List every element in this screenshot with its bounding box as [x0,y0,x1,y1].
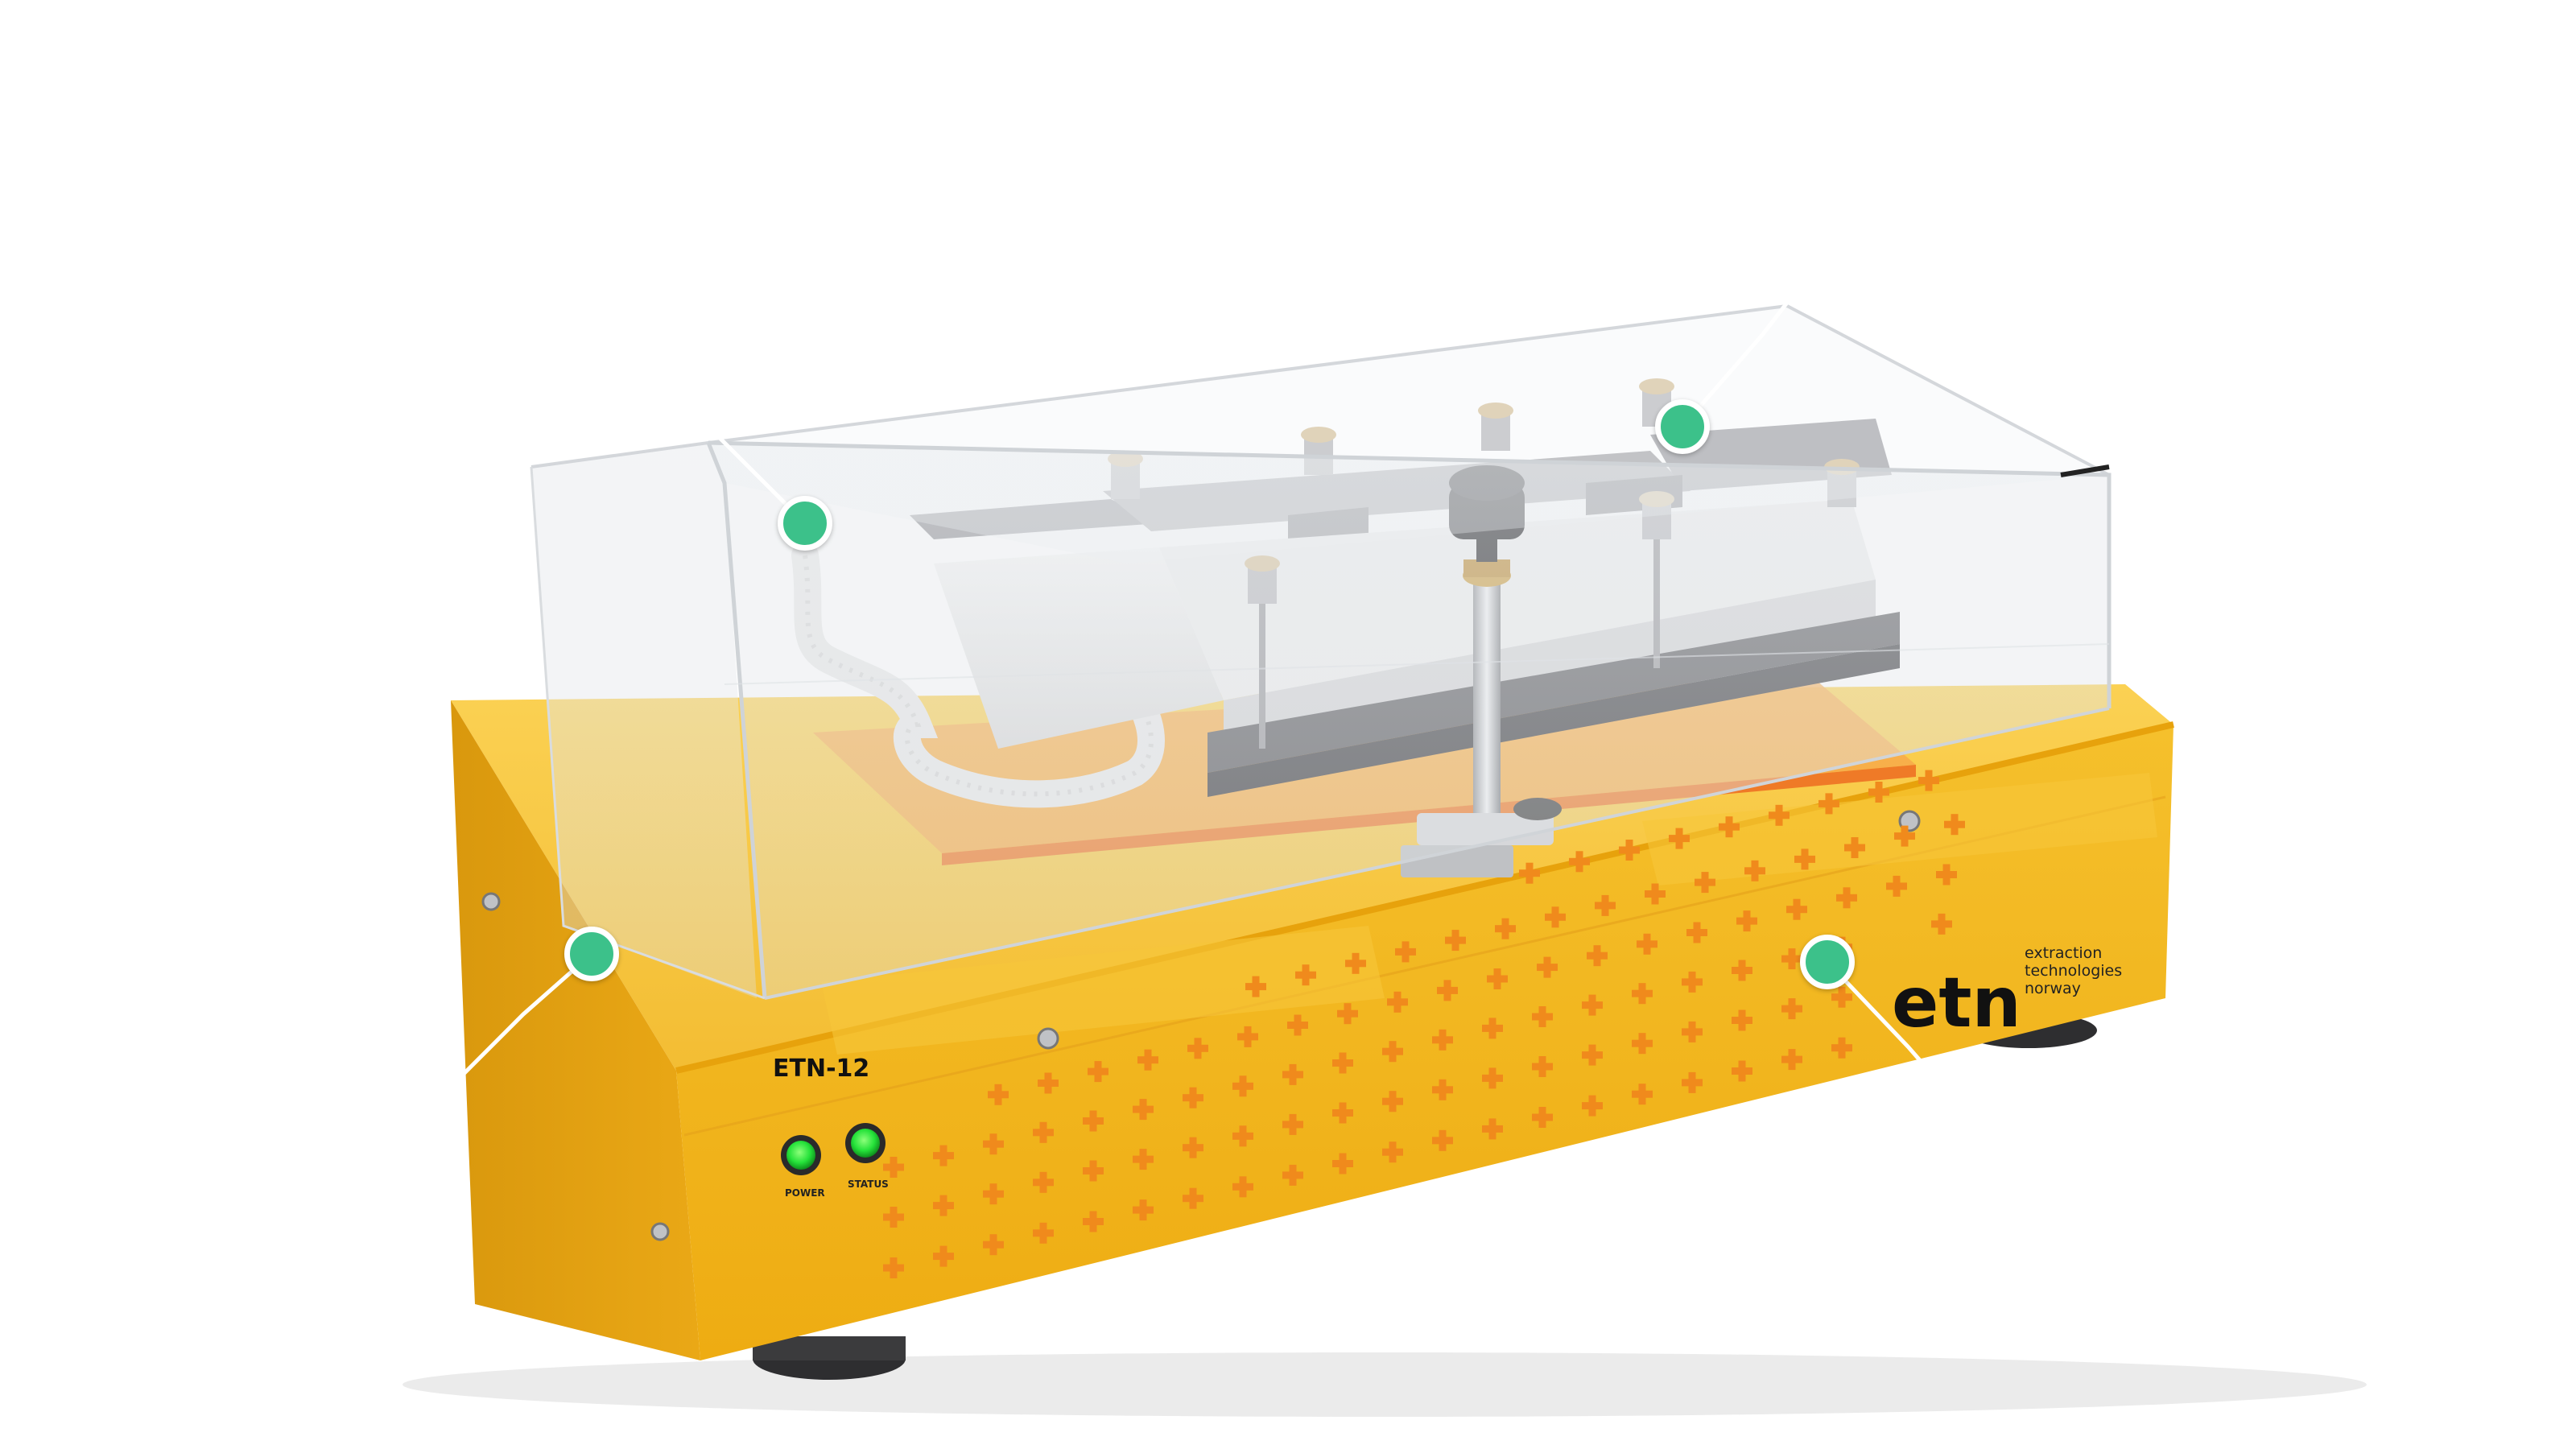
status-label: STATUS [848,1179,889,1190]
brand-mark: etn [1892,963,2021,1043]
status-led [851,1129,880,1158]
brand-line-3: norway [2025,980,2081,997]
hotspot-top-left[interactable] [778,496,832,551]
hotspot-bottom-left[interactable] [564,927,619,981]
power-led [786,1141,815,1170]
model-label: ETN-12 [773,1055,869,1083]
floor-shadow [402,1352,2367,1417]
acrylic-cover [530,303,2112,1000]
hotspot-top-right[interactable] [1655,399,1710,454]
base-front [676,724,2174,1360]
brand-line-1: extraction [2025,944,2102,962]
power-label: POWER [785,1187,825,1199]
base-left-side [451,700,700,1360]
brand-line-2: technologies [2025,962,2122,980]
hotspot-bottom-right[interactable] [1800,935,1855,989]
callout-lines [417,280,1966,1121]
